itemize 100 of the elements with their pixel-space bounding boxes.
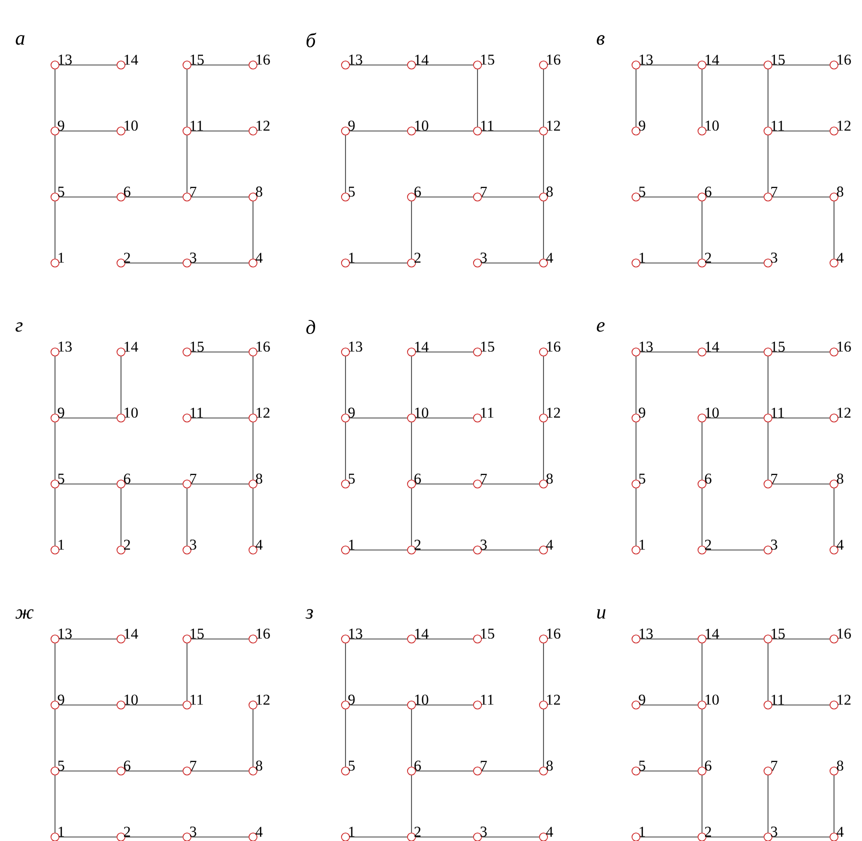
vertex [407,634,416,644]
vertex-number: 3 [190,826,196,837]
vertex [50,414,60,422]
vertex [407,414,416,422]
vertex [248,546,258,554]
vertex [632,60,640,70]
vertex-number: 4 [546,252,554,263]
edge-line [482,836,540,838]
edge-line [252,201,254,259]
edge-line [772,638,830,640]
edge-line [59,836,117,838]
vertex-number: 6 [414,474,421,484]
vertex [539,766,548,776]
vertex [539,192,548,202]
vertex-number: 2 [124,252,130,263]
vertex-number: 13 [349,54,362,65]
vertex [632,832,640,841]
vertex [341,766,350,776]
vertex-number: 14 [415,342,429,352]
vertex [698,634,706,644]
vertex-number: 10 [124,408,138,418]
edge-line [411,488,412,546]
vertex-number: 15 [481,628,494,639]
edge-line [186,488,188,546]
vertex-number: 6 [414,186,421,197]
vertex [407,546,416,554]
vertex-number: 3 [480,540,487,550]
edge-line [706,836,764,838]
vertex-number: 16 [547,342,560,352]
vertex [116,414,126,422]
edge-line [416,64,474,66]
vertex-number: 7 [480,186,487,197]
panel-letter: д [306,320,316,334]
edge-line [411,775,412,833]
vertex [50,60,60,70]
vertex [698,348,706,356]
edge-line [482,262,540,264]
vertex [116,480,126,488]
edge-line [191,770,249,772]
vertex [473,634,482,644]
vertex [473,766,482,776]
vertex-number: 11 [481,408,494,418]
vertex [539,414,548,422]
vertex-number: 11 [772,120,784,131]
vertex-number: 13 [58,342,72,352]
vertex [341,192,350,202]
vertex [50,348,60,356]
vertex-number: 12 [547,408,560,418]
vertex-number: 14 [124,628,138,639]
edge-line [640,704,698,706]
vertex [407,700,416,710]
vertex [764,126,772,136]
vertex-number: 5 [58,760,64,771]
panel-letter: е [596,322,605,332]
vertex [698,126,706,136]
vertex [539,546,548,554]
edge-line [191,196,249,198]
vertex-number: 13 [349,628,362,639]
vertex [50,766,60,776]
edge-line [125,262,183,264]
vertex [341,700,350,710]
edge-line [186,643,188,701]
vertex [341,258,350,268]
vertex-number: 15 [481,54,494,65]
panel-letter: и [597,609,606,619]
vertex-number: 16 [838,628,851,639]
vertex-number: 1 [640,540,645,550]
edge-line [191,638,249,640]
vertex-number: 2 [704,252,711,263]
edge-line [482,130,540,132]
vertex-number: 14 [706,342,720,352]
vertex [830,700,838,710]
vertex-number: 9 [638,120,646,131]
vertex [341,60,350,70]
edge-line [640,638,698,640]
edge-line [772,64,830,66]
vertex-number: 5 [348,760,355,771]
vertex [632,258,640,268]
vertex-number: 14 [124,54,138,65]
edge-line [345,422,346,480]
edge-line [350,836,408,838]
vertex [341,832,350,841]
edge-line [252,356,254,414]
vertex-number: 6 [704,474,712,484]
vertex-number: 4 [836,826,844,837]
vertex [407,832,416,841]
vertex-number: 4 [836,540,844,550]
vertex-number: 5 [639,760,646,771]
vertex-number: 4 [546,540,554,550]
vertex-number: 14 [415,54,429,65]
vertex-number: 6 [124,760,130,771]
vertex-number: 11 [481,694,494,705]
vertex-number: 11 [190,694,203,705]
vertex-number: 9 [348,694,355,705]
vertex [50,258,60,268]
vertex-number: 10 [706,408,719,418]
vertex [830,258,838,268]
vertex [248,60,258,70]
vertex [473,700,482,710]
edge-line [416,704,474,706]
